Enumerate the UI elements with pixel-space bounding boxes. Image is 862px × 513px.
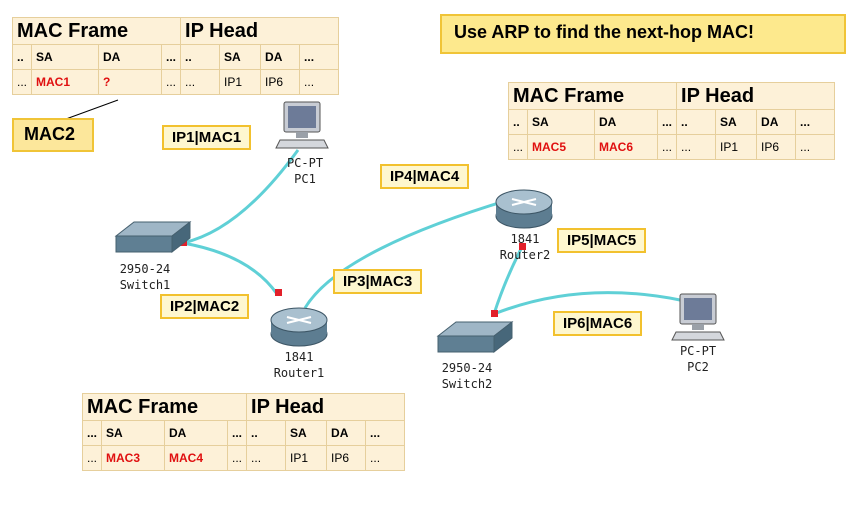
router1-icon xyxy=(270,307,328,347)
link-router1-router2 xyxy=(303,196,516,309)
port-dot xyxy=(491,310,498,317)
frame-table-top-left: MAC Frame IP Head .. SA DA ... .. SA DA … xyxy=(11,17,340,95)
mac-frame-title: MAC Frame xyxy=(507,82,678,110)
link-label-ip5-mac5: IP5|MAC5 xyxy=(557,228,647,253)
switch1-icon xyxy=(114,220,192,254)
link-label-ip3-mac3: IP3|MAC3 xyxy=(333,269,423,294)
mac-frame-title: MAC Frame xyxy=(11,17,182,45)
ip-head-title: IP Head xyxy=(246,393,406,421)
ip-head-title: IP Head xyxy=(180,17,340,45)
mac-frame-title: MAC Frame xyxy=(81,393,248,421)
link-switch2-pc2 xyxy=(493,291,681,316)
frame-table-top-right: MAC Frame IP Head .. SA DA ... .. SA DA … xyxy=(507,82,836,160)
link-router2-switch2 xyxy=(492,246,524,315)
arp-banner: Use ARP to find the next-hop MAC! xyxy=(440,14,846,54)
link-label-ip4-mac4: IP4|MAC4 xyxy=(380,164,470,189)
router2-icon xyxy=(495,189,553,229)
port-dot xyxy=(275,289,282,296)
ip-head-title: IP Head xyxy=(676,82,836,110)
frame-table-bottom: MAC Frame IP Head ... SA DA ... .. SA DA… xyxy=(81,393,406,471)
pc1-icon xyxy=(275,101,329,149)
link-switch1-pc1 xyxy=(182,149,300,245)
switch2-icon xyxy=(436,320,514,354)
link-label-ip6-mac6: IP6|MAC6 xyxy=(553,311,643,336)
mac2-callout: MAC2 xyxy=(12,118,94,152)
link-label-ip2-mac2: IP2|MAC2 xyxy=(160,294,250,319)
link-switch1-router1 xyxy=(182,241,279,295)
port-dot xyxy=(519,243,526,250)
link-label-ip1-mac1: IP1|MAC1 xyxy=(162,125,252,150)
pc2-icon xyxy=(671,293,725,341)
